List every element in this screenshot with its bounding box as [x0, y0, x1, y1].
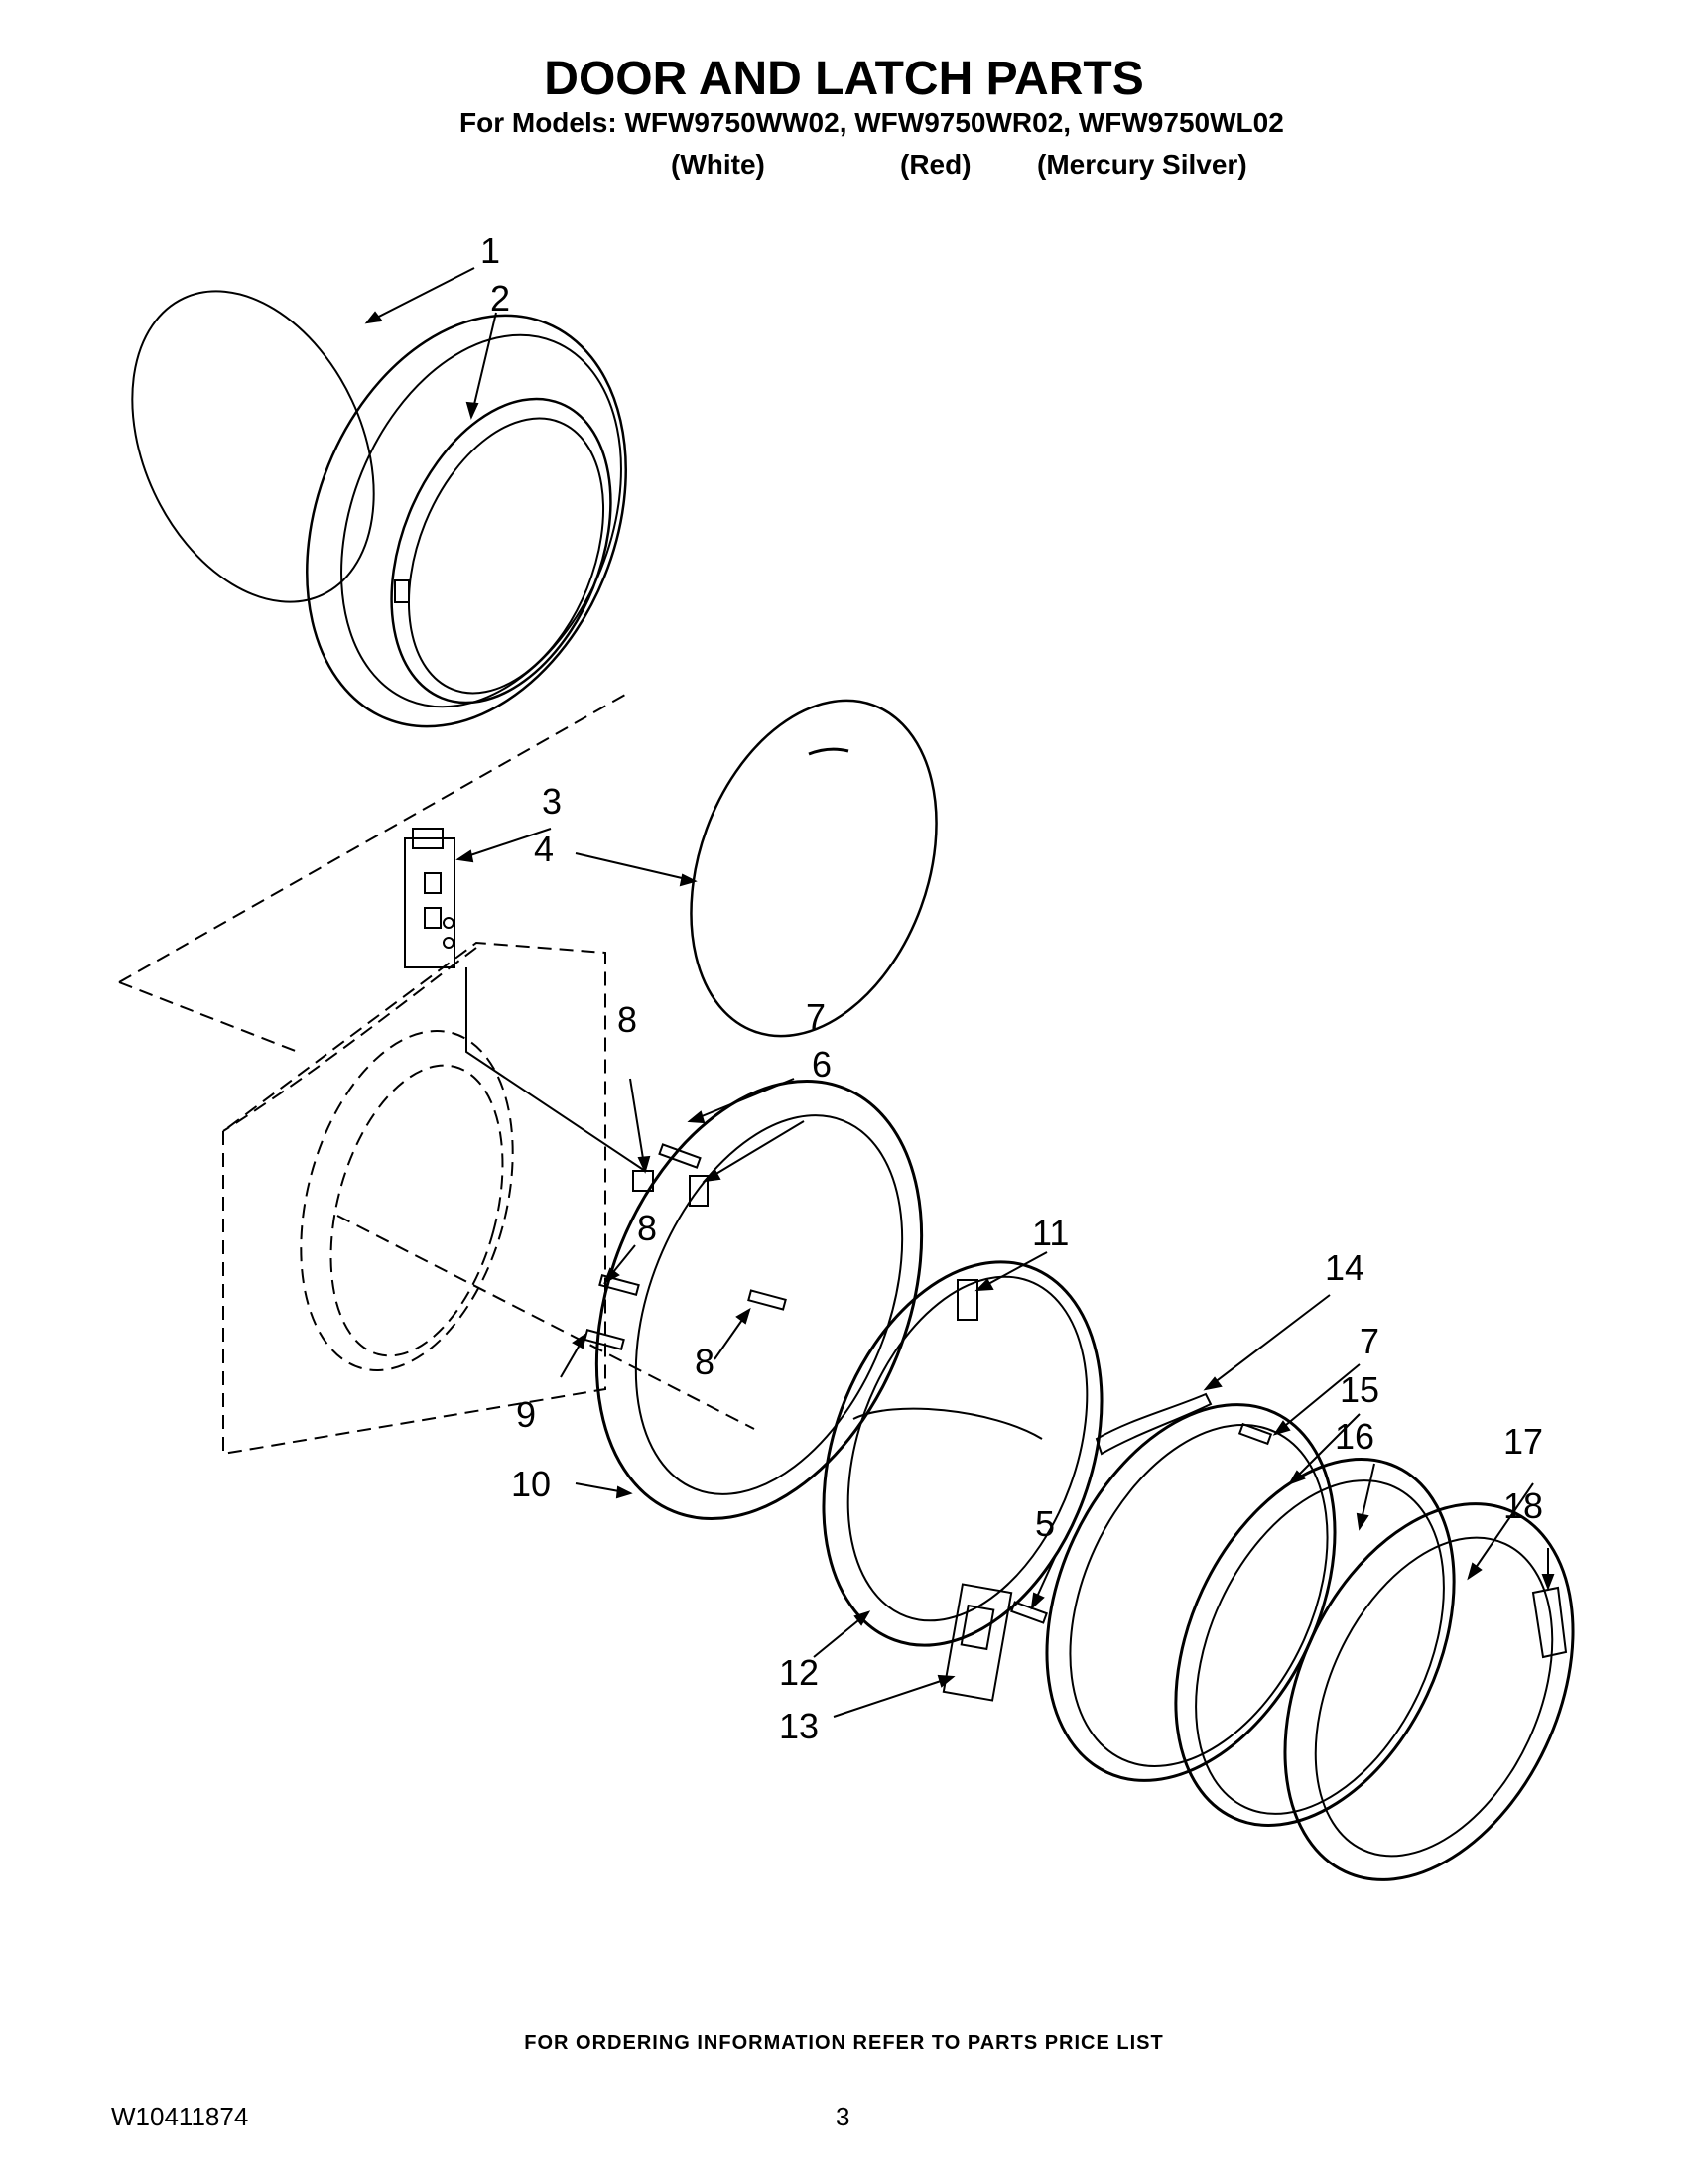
callout-1: 1 — [480, 230, 501, 271]
callout-7b: 7 — [1360, 1321, 1380, 1361]
part-10-inner-frame — [594, 1079, 924, 1521]
callout-4: 4 — [534, 829, 555, 869]
callout-13: 13 — [779, 1706, 820, 1746]
document-number: W10411874 — [111, 2102, 249, 2131]
part-16-trim — [1174, 1458, 1456, 1827]
callout-3: 3 — [542, 781, 563, 822]
callout-18: 18 — [1503, 1485, 1544, 1526]
callout-17: 17 — [1503, 1421, 1544, 1462]
leader-arrows — [364, 267, 1555, 1718]
callout-7a: 7 — [806, 996, 827, 1037]
part-14-hinge-strip — [1095, 1392, 1213, 1456]
cabinet-front-panel — [118, 694, 755, 1456]
part-11-clip — [957, 1279, 978, 1321]
callout-8a: 8 — [617, 999, 638, 1040]
callout-10: 10 — [511, 1464, 552, 1504]
callout-8c: 8 — [695, 1342, 715, 1382]
screws — [584, 1143, 1273, 1624]
part-18-badge — [1531, 1586, 1568, 1659]
color-red: (Red) — [900, 149, 972, 180]
color-white: (White) — [671, 149, 765, 180]
callout-9: 9 — [516, 1394, 537, 1435]
leader-line — [465, 967, 646, 1172]
callout-6: 6 — [812, 1044, 833, 1085]
part-2-door-outer — [306, 314, 627, 728]
part-1-outer-seal — [131, 290, 375, 603]
callout-11: 11 — [1032, 1213, 1070, 1253]
callout-15: 15 — [1340, 1369, 1380, 1410]
color-mercury-silver: (Mercury Silver) — [1037, 149, 1247, 180]
callout-5: 5 — [1035, 1503, 1056, 1544]
part-15-trim-ring — [1045, 1403, 1337, 1782]
part-13-latch — [942, 1583, 1013, 1702]
part-6-bracket — [689, 1175, 709, 1207]
models-line: For Models: WFW9750WW02, WFW9750WR02, WF… — [459, 107, 1284, 138]
part-12-door-glass — [822, 1260, 1104, 1647]
callout-2: 2 — [490, 278, 511, 319]
callout-12: 12 — [779, 1652, 820, 1693]
page-title: DOOR AND LATCH PARTS — [544, 53, 1144, 105]
part-3-hinge-bracket — [404, 828, 455, 968]
callout-16: 16 — [1335, 1416, 1375, 1457]
callout-14: 14 — [1325, 1247, 1365, 1288]
part-4-inner-ring — [690, 699, 938, 1038]
callout-8b: 8 — [637, 1208, 658, 1248]
ordering-note: FOR ORDERING INFORMATION REFER TO PARTS … — [524, 2032, 1164, 2054]
page-number: 3 — [836, 2102, 850, 2131]
